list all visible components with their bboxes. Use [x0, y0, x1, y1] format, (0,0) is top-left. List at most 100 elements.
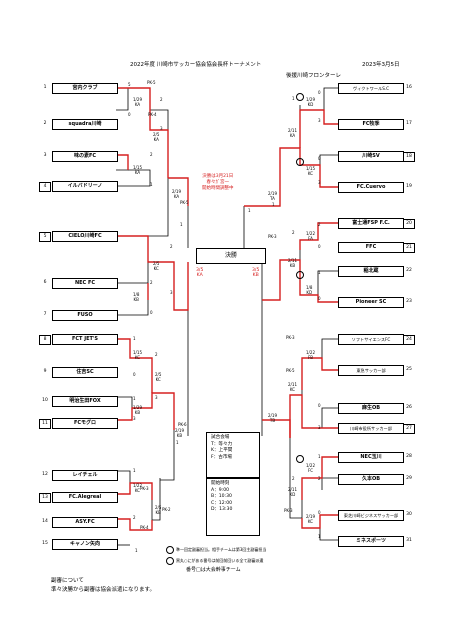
team-number: 7: [43, 312, 47, 317]
team-name: Pioneer SC: [338, 297, 404, 308]
winner-line: [116, 482, 153, 500]
match-note: 1/15 KA: [133, 165, 142, 175]
time-line: C：12:00: [211, 500, 233, 506]
winner-line: [173, 262, 189, 311]
score: 0: [318, 90, 321, 95]
score: 1: [133, 396, 136, 401]
bracket-line: [289, 438, 303, 519]
legend-marker-icon: [166, 546, 174, 554]
team-number: 10: [42, 398, 48, 403]
score: 0: [318, 156, 321, 161]
time-line: B：10:30: [211, 494, 232, 499]
team-number: 26: [406, 405, 412, 410]
team-name: ヴィクトワールS.C: [338, 83, 404, 94]
winner-line: [168, 177, 189, 206]
team-name: 味の素FC: [52, 151, 118, 162]
bracket-line: [116, 338, 131, 358]
score: PK-5: [147, 80, 156, 85]
match-note: 2/11 KD: [288, 487, 297, 497]
match-note: 2/11 KA: [288, 128, 297, 138]
score: 1: [180, 222, 183, 227]
match-note: 2/19 TB: [268, 413, 277, 423]
score: 2: [292, 476, 295, 481]
score: 1: [272, 202, 275, 207]
score: 3: [170, 290, 173, 295]
winner-line: [116, 235, 175, 302]
team-name: レイチェル: [52, 470, 118, 481]
bracket-line: [323, 87, 338, 110]
score: 3: [318, 180, 321, 185]
team-name: 富士通FSP F.C.: [338, 218, 404, 229]
score: 0: [128, 112, 131, 117]
event-date: 2023年3月5日: [362, 62, 400, 68]
team-name: NEC玉川: [338, 452, 404, 463]
match-note: 1/29 KD: [306, 97, 315, 107]
team-name: 東芝川崎ビジネスサッカー部: [338, 510, 404, 521]
team-number: 9: [43, 369, 47, 374]
match-note: 2/11 KB: [288, 258, 297, 268]
team-number: 28: [406, 454, 412, 459]
match-note: 2/5 KA: [153, 132, 160, 142]
team-name: 稲北蔵: [338, 266, 404, 277]
team-number: 15: [42, 541, 48, 546]
match-note: 1/29 KB: [133, 405, 142, 415]
final-schedule-note: 決勝は3月21日 春々ｶﾞ宮一 開始時間調整中: [202, 174, 234, 191]
winner-line: [116, 87, 151, 110]
bracket-line: [116, 518, 131, 530]
team-number: 29: [406, 476, 412, 481]
score: 3: [155, 395, 158, 400]
match-note: 1/8 KD: [306, 285, 313, 295]
winner-line: [299, 222, 338, 250]
score: 3: [318, 425, 321, 430]
legend-marker-icon: [166, 557, 174, 565]
score: PK-2: [162, 507, 171, 512]
winner-line: [116, 338, 153, 393]
team-name: FCT JET'S: [52, 334, 118, 345]
team-number: 11: [39, 419, 51, 429]
team-name: 住吉SC: [52, 367, 118, 378]
bracket-line: [116, 262, 149, 284]
bracket-line: [321, 338, 338, 358]
score: PK-4: [148, 112, 157, 117]
score: PK-4: [140, 525, 149, 530]
team-number: 31: [406, 538, 412, 543]
score: 1: [176, 440, 179, 445]
team-name: 川崎市役所サッカー部: [338, 423, 404, 434]
semi-score: 1: [248, 208, 251, 213]
team-name: ASY.FC: [52, 517, 118, 528]
score: PK-3: [268, 234, 277, 239]
team-name: FUSO: [52, 310, 118, 321]
team-name: 川崎SV: [338, 151, 404, 162]
score: 1: [318, 534, 321, 539]
match-note: 1/8 KB: [133, 292, 140, 302]
team-number: 4: [39, 182, 51, 192]
winner-line: [116, 392, 175, 430]
winner-line: [244, 147, 338, 207]
match-note: 2/19 KA: [172, 189, 181, 199]
referee-marker: [296, 271, 304, 279]
score: 2: [292, 230, 295, 235]
score: PK-3: [140, 486, 149, 491]
team-name: 明治生田FOX: [52, 396, 118, 407]
team-number: 22: [406, 268, 412, 273]
bracket-line: [116, 178, 169, 237]
team-number: 27: [403, 424, 415, 434]
team-number: 1: [43, 85, 47, 90]
winner-line: [289, 394, 338, 438]
team-name: キャノン矢向: [52, 539, 118, 550]
team-name: 久本OB: [338, 474, 404, 485]
team-number: 20: [403, 219, 415, 229]
team-number: 8: [39, 335, 51, 345]
score: 1: [318, 454, 321, 459]
match-note: 1/22 FA: [306, 231, 315, 241]
team-name: 麻生OB: [338, 403, 404, 414]
score: 5: [128, 82, 131, 87]
bracket-line: [116, 169, 151, 187]
winner-line: [301, 357, 338, 390]
match-note: 1/15 KC: [306, 166, 315, 176]
winner-line: [301, 514, 338, 529]
footer-line: 準々決勝から副審は協会派遣になります。: [51, 587, 155, 593]
final-label: 決勝: [196, 248, 266, 264]
team-number: 16: [406, 85, 412, 90]
